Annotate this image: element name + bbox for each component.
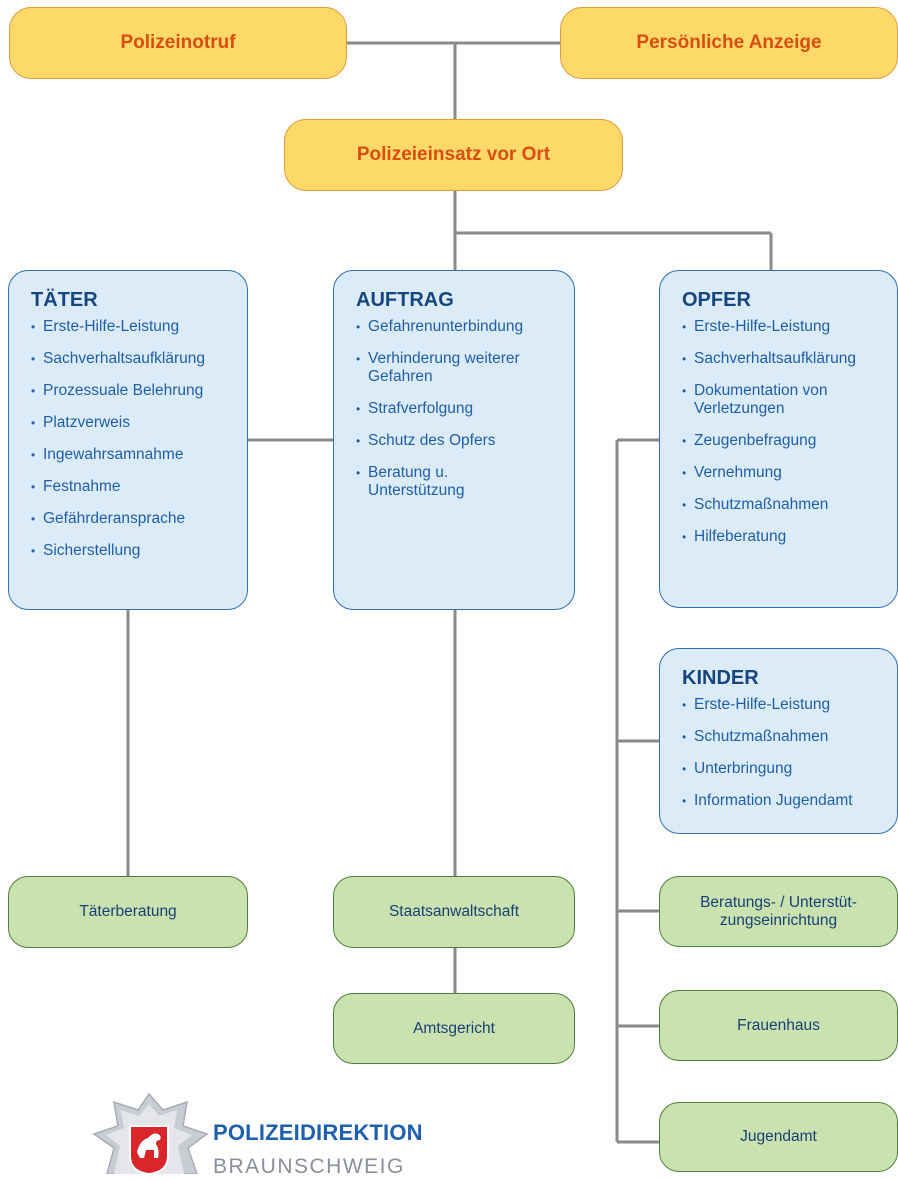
taeter-list: Erste-Hilfe-Leistung Sachverhaltsaufklär… bbox=[31, 318, 239, 560]
list-item: Dokumentation von Verletzungen bbox=[682, 382, 864, 418]
logo-subtitle: BRAUNSCHWEIG bbox=[213, 1155, 405, 1178]
list-item: Erste-Hilfe-Leistung bbox=[682, 318, 889, 336]
list-item: Information Jugendamt bbox=[682, 792, 889, 810]
auftrag-title: AUFTRAG bbox=[356, 289, 454, 311]
kinder-title: KINDER bbox=[682, 667, 759, 689]
frauenhaus-box: Frauenhaus bbox=[659, 990, 898, 1061]
polizeidirektion-logo bbox=[92, 1092, 209, 1174]
persoenliche-anzeige-box: Persönliche Anzeige bbox=[560, 7, 898, 79]
list-item: Verhinderung weiterer Gefahren bbox=[356, 350, 558, 386]
list-item: Strafverfolgung bbox=[356, 400, 566, 418]
auftrag-box: AUFTRAG Gefahrenunterbindung Verhinderun… bbox=[333, 270, 575, 610]
taeterberatung-box: Täterberatung bbox=[8, 876, 248, 948]
list-item: Hilfeberatung bbox=[682, 528, 889, 546]
amtsgericht-box: Amtsgericht bbox=[333, 993, 575, 1064]
list-item: Festnahme bbox=[31, 478, 239, 496]
jugendamt-box: Jugendamt bbox=[659, 1102, 898, 1172]
list-item: Schutzmaßnahmen bbox=[682, 728, 889, 746]
list-item: Sachverhaltsaufklärung bbox=[31, 350, 239, 368]
list-item: Vernehmung bbox=[682, 464, 889, 482]
list-item: Zeugenbefragung bbox=[682, 432, 889, 450]
list-item: Sachverhaltsaufklärung bbox=[682, 350, 889, 368]
taeter-title: TÄTER bbox=[31, 289, 98, 311]
list-item: Gefahrenunterbindung bbox=[356, 318, 566, 336]
list-item: Schutz des Opfers bbox=[356, 432, 566, 450]
list-item: Ingewahrsamnahme bbox=[31, 446, 239, 464]
logo-title: POLIZEIDIREKTION bbox=[213, 1120, 423, 1145]
opfer-list: Erste-Hilfe-Leistung Sachverhaltsaufklär… bbox=[682, 318, 889, 546]
list-item: Prozessuale Belehrung bbox=[31, 382, 239, 400]
polizeinotruf-box: Polizeinotruf bbox=[9, 7, 347, 79]
auftrag-list: Gefahrenunterbindung Verhinderung weiter… bbox=[356, 318, 566, 500]
list-item: Gefährderansprache bbox=[31, 510, 239, 528]
taeter-box: TÄTER Erste-Hilfe-Leistung Sachverhaltsa… bbox=[8, 270, 248, 610]
kinder-box: KINDER Erste-Hilfe-Leistung Schutzmaßnah… bbox=[659, 648, 898, 834]
staatsanwaltschaft-box: Staatsanwaltschaft bbox=[333, 876, 575, 948]
opfer-title: OPFER bbox=[682, 289, 751, 311]
beratungseinrichtung-box: Beratungs- / Unterstüt-zungseinrichtung bbox=[659, 876, 898, 947]
list-item: Erste-Hilfe-Leistung bbox=[31, 318, 239, 336]
list-item: Schutzmaßnahmen bbox=[682, 496, 889, 514]
list-item: Erste-Hilfe-Leistung bbox=[682, 696, 889, 714]
list-item: Unterbringung bbox=[682, 760, 889, 778]
kinder-list: Erste-Hilfe-Leistung Schutzmaßnahmen Unt… bbox=[682, 696, 889, 810]
list-item: Platzverweis bbox=[31, 414, 239, 432]
list-item: Beratung u. Unterstützung bbox=[356, 464, 518, 500]
polizeieinsatz-box: Polizeieinsatz vor Ort bbox=[284, 119, 623, 191]
opfer-box: OPFER Erste-Hilfe-Leistung Sachverhaltsa… bbox=[659, 270, 898, 608]
list-item: Sicherstellung bbox=[31, 542, 239, 560]
shield-horse-icon bbox=[129, 1125, 169, 1174]
